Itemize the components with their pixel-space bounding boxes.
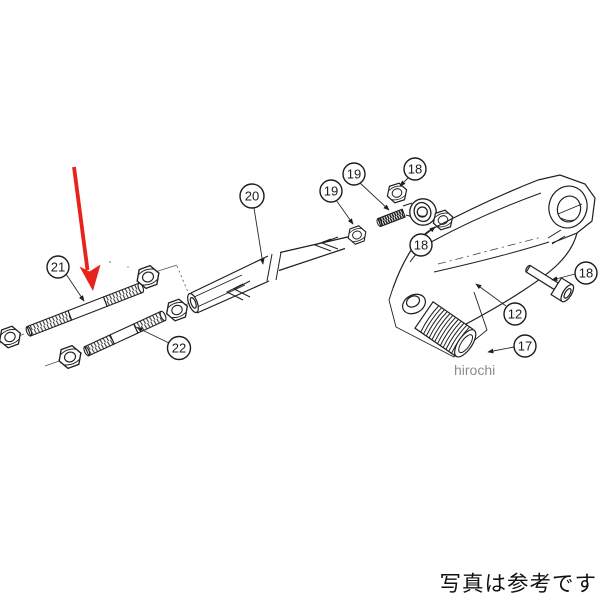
callout-21: 21 (46, 255, 70, 279)
adjuster-rod-22 (83, 310, 167, 357)
foot-peg-17 (414, 300, 477, 358)
callout-19b-label: 19 (324, 184, 338, 199)
callouts: 21 22 20 19 19 18 18 18 (46, 157, 598, 361)
hex-nut (162, 296, 192, 324)
callout-22-label: 22 (172, 341, 186, 356)
callout-19a: 19 (342, 162, 366, 186)
hex-nut (55, 342, 85, 372)
callout-22: 22 (166, 335, 192, 361)
hex-nut (384, 180, 410, 206)
watermark: hirochi (454, 362, 495, 378)
callout-17: 17 (513, 334, 537, 358)
callout-18c: 18 (574, 261, 598, 285)
callout-12-label: 12 (508, 307, 522, 322)
callout-20: 20 (239, 183, 265, 209)
callout-18a-label: 18 (408, 162, 422, 177)
rod-end-bearing-19 (402, 198, 437, 226)
red-arrow-head (79, 264, 101, 291)
adjuster-rod-21 (25, 282, 145, 337)
callout-17-label: 17 (518, 339, 532, 354)
callout-21-label: 21 (51, 260, 65, 275)
callout-20-label: 20 (245, 189, 259, 204)
lock-nut (344, 223, 370, 247)
callout-19a-label: 19 (347, 167, 361, 182)
callout-18a: 18 (403, 157, 427, 181)
callout-12: 12 (503, 302, 527, 326)
pinch-bolt-18 (525, 264, 575, 303)
hex-nut (0, 323, 25, 351)
callout-18b: 18 (409, 233, 433, 257)
red-pointer-arrow (72, 166, 101, 291)
callout-18c-label: 18 (579, 266, 593, 281)
red-arrow-shaft (72, 166, 90, 271)
shift-rod-20 (187, 235, 353, 314)
callout-18b-label: 18 (414, 238, 428, 253)
caption-photo-reference: 写真は参考です (439, 572, 597, 596)
callout-19b: 19 (319, 179, 343, 203)
rod-end-stud-19 (376, 208, 406, 228)
leader-lines (65, 176, 576, 354)
